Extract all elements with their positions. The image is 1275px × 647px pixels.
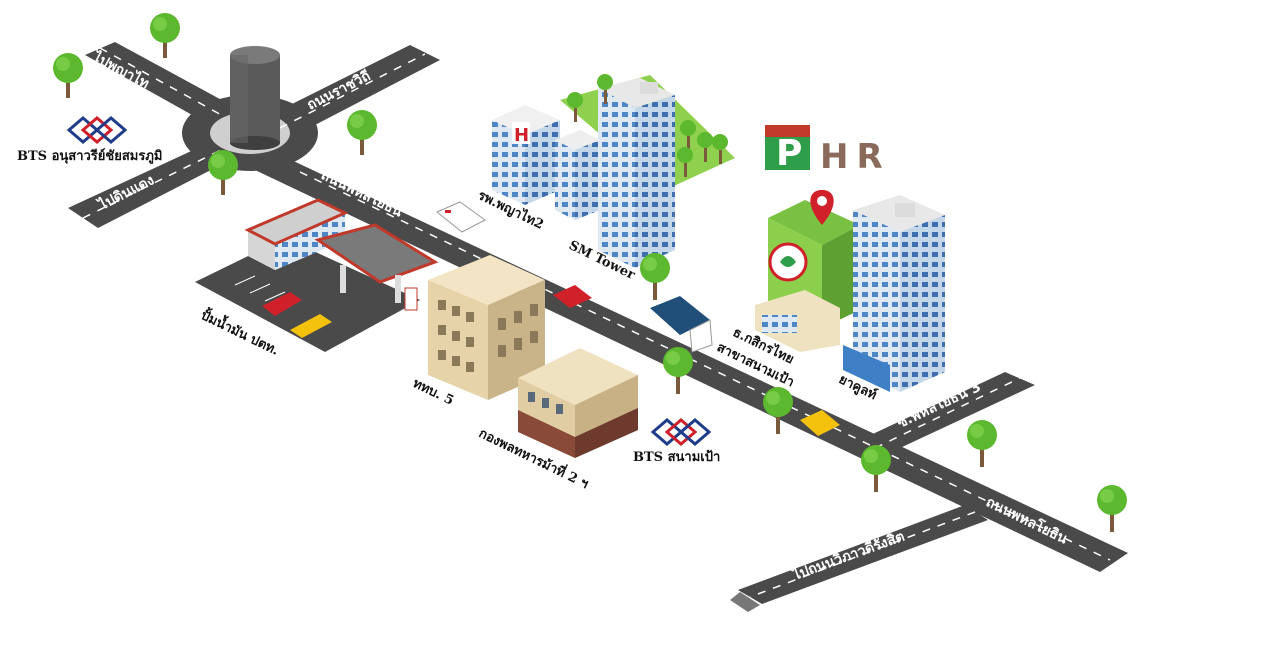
yakult-building [843, 195, 945, 392]
label-bts-victory: BTS อนุสาวรีย์ชัยสมรภูมิ [17, 148, 162, 164]
army-hq-building [518, 348, 638, 458]
bts-logo-sanam-pao-icon [650, 418, 712, 446]
svg-text:H: H [514, 125, 529, 146]
hospital-building: H [492, 105, 600, 220]
bts-logo-victory-icon [66, 116, 128, 144]
sm-tower-building [598, 78, 675, 268]
phr-logo: P HR [765, 125, 891, 177]
victory-monument [230, 46, 280, 150]
label-bts-sanam-pao: BTS สนามเป้า [633, 449, 720, 465]
vehicles [436, 201, 840, 436]
trees [53, 13, 1127, 532]
kasikorn-bank-building [755, 190, 860, 352]
army-tv-building [428, 255, 545, 400]
gas-station [195, 198, 439, 352]
phr-logo-letter: P [776, 133, 802, 174]
phr-logo-text: HR [820, 137, 891, 177]
